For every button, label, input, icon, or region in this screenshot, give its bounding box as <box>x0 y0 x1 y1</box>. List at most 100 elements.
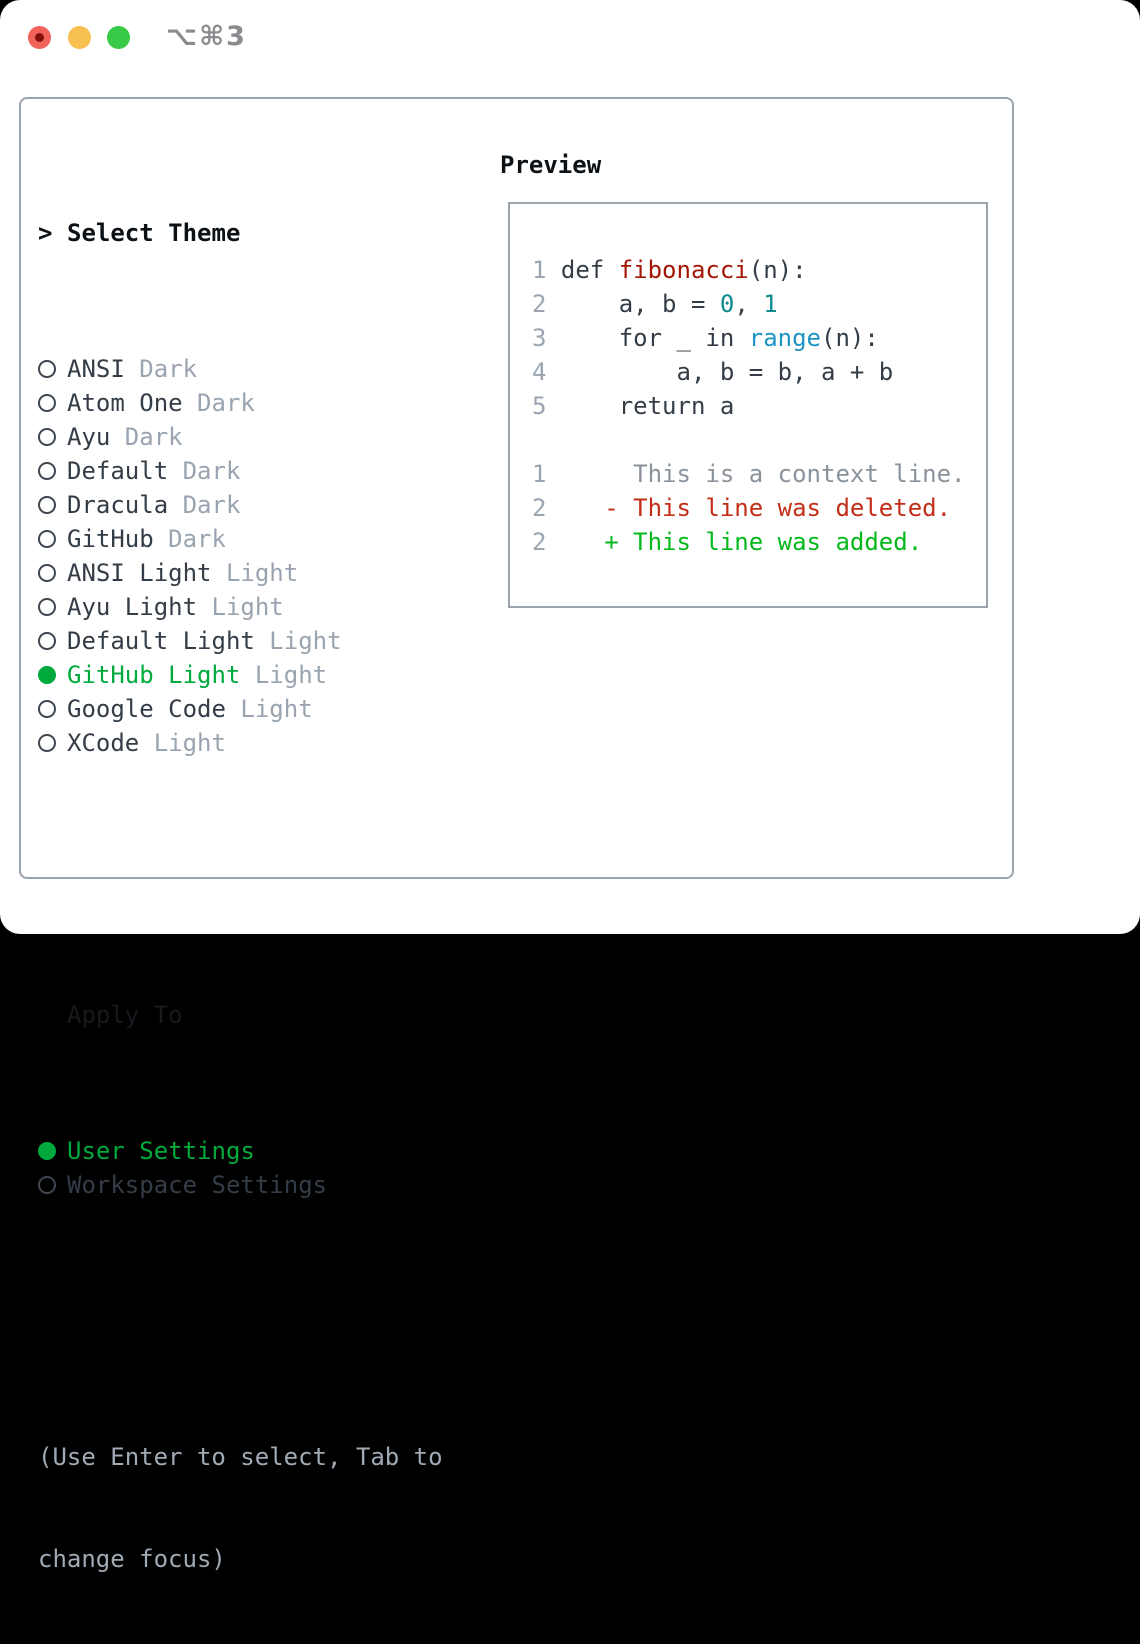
option-label: Ayu <box>67 423 111 451</box>
radio-icon <box>38 1176 56 1194</box>
code-line: 2 - This line was deleted. <box>532 491 986 525</box>
radio-selected-icon <box>38 666 56 684</box>
variant-label: Light <box>197 593 284 621</box>
keyboard-hint-line-1: (Use Enter to select, Tab to <box>38 1443 443 1471</box>
zoom-button[interactable] <box>107 26 130 49</box>
preview-title: Preview <box>500 151 602 179</box>
code-line: 3 for _ in range(n): <box>532 321 986 355</box>
code-segment-fn: fibonacci <box>618 256 749 284</box>
code-segment-ln: 2 <box>532 528 561 556</box>
code-segment-code: a, b = <box>560 290 720 318</box>
variant-label: Dark <box>182 389 255 417</box>
code-segment-code: return a <box>560 392 735 420</box>
radio-selected-icon <box>38 1142 56 1160</box>
radio-icon <box>38 394 56 412</box>
code-segment-code: , <box>734 290 764 318</box>
variant-label: Light <box>211 559 299 587</box>
code-segment-code: (n): <box>821 324 879 352</box>
radio-icon <box>38 598 56 616</box>
option-label: Ayu Light <box>67 593 198 621</box>
option-label: User Settings <box>67 1137 255 1165</box>
variant-label: Dark <box>153 525 226 553</box>
theme-option-github-light[interactable]: GitHub Light Light <box>38 658 478 692</box>
code-segment-code: for _ in <box>560 324 749 352</box>
close-button[interactable] <box>28 26 51 49</box>
radio-icon <box>38 462 56 480</box>
code-segment-ln: 1 <box>532 460 561 488</box>
theme-option-xcode[interactable]: XCode Light <box>38 726 478 760</box>
option-label: GitHub <box>67 525 154 553</box>
minimize-button[interactable] <box>68 26 91 49</box>
code-line <box>532 423 986 457</box>
spacer <box>38 1304 478 1338</box>
theme-option-github[interactable]: GitHub Dark <box>38 522 478 556</box>
code-segment-ln: 4 <box>532 358 561 386</box>
theme-option-google-code[interactable]: Google Code Light <box>38 692 478 726</box>
code-segment-code: (n): <box>748 256 807 284</box>
theme-option-atom-one[interactable]: Atom One Dark <box>38 386 478 420</box>
theme-option-default-light[interactable]: Default Light Light <box>38 624 478 658</box>
code-segment-num: 1 <box>763 290 778 318</box>
code-segment-ln: 2 <box>532 290 561 318</box>
code-line: 1 def fibonacci(n): <box>532 253 986 287</box>
radio-icon <box>38 734 56 752</box>
option-label: Default <box>67 457 169 485</box>
variant-label: Light <box>240 661 328 689</box>
option-label: ANSI Light <box>67 559 212 587</box>
radio-icon <box>38 564 56 582</box>
window-title: ⌥⌘3 <box>166 21 247 52</box>
option-label: Workspace Settings <box>67 1171 328 1199</box>
theme-option-ansi-light[interactable]: ANSI Light Light <box>38 556 478 590</box>
theme-option-ayu[interactable]: Ayu Dark <box>38 420 478 454</box>
option-label: Dracula <box>67 491 169 519</box>
code-segment-num: 0 <box>719 290 735 318</box>
select-theme-header: > Select Theme <box>38 216 478 250</box>
code-segment-del: - This line was deleted. <box>560 494 952 522</box>
code-segment-ln: 1 <box>532 256 561 284</box>
radio-icon <box>38 632 56 650</box>
code-line: 5 return a <box>532 389 986 423</box>
radio-icon <box>38 428 56 446</box>
radio-icon <box>38 700 56 718</box>
variant-label: Dark <box>168 457 241 485</box>
theme-option-ayu-light[interactable]: Ayu Light Light <box>38 590 478 624</box>
close-indicator-icon <box>35 33 44 42</box>
radio-icon <box>38 360 56 378</box>
code-line: 4 a, b = b, a + b <box>532 355 986 389</box>
apply-option-user-settings[interactable]: User Settings <box>38 1134 478 1168</box>
apply-to-title: Apply To <box>67 1001 183 1029</box>
option-label: Google Code <box>67 695 226 723</box>
radio-icon <box>38 530 56 548</box>
apply-option-workspace-settings[interactable]: Workspace Settings <box>38 1168 478 1202</box>
option-label: Atom One <box>67 389 183 417</box>
code-line: 2 a, b = 0, 1 <box>532 287 986 321</box>
code-segment-bi: range <box>748 324 821 352</box>
code-segment-ln: 5 <box>532 392 561 420</box>
apply-to-header: Apply To <box>38 998 478 1032</box>
radio-icon <box>38 496 56 514</box>
code-line: 1 This is a context line. <box>532 457 986 491</box>
code-segment-code: a, b = b, a + b <box>560 358 894 386</box>
variant-label: Light <box>254 627 342 655</box>
keyboard-hint-line-2: change focus) <box>38 1545 226 1573</box>
option-label: GitHub Light <box>67 661 241 689</box>
variant-label: Light <box>225 695 313 723</box>
code-segment-add: + This line was added. <box>560 528 923 556</box>
title-bar: ⌥⌘3 <box>0 0 1140 75</box>
code-segment-ln: 3 <box>532 324 561 352</box>
theme-option-dracula[interactable]: Dracula Dark <box>38 488 478 522</box>
code-segment-ctx: This is a context line. <box>560 460 966 488</box>
code-segment-ln: 2 <box>532 494 561 522</box>
option-label: XCode <box>67 729 140 757</box>
option-label: Default Light <box>67 627 255 655</box>
variant-label: Light <box>139 729 226 757</box>
theme-option-ansi[interactable]: ANSI Dark <box>38 352 478 386</box>
theme-option-default[interactable]: Default Dark <box>38 454 478 488</box>
spacer <box>38 862 478 896</box>
